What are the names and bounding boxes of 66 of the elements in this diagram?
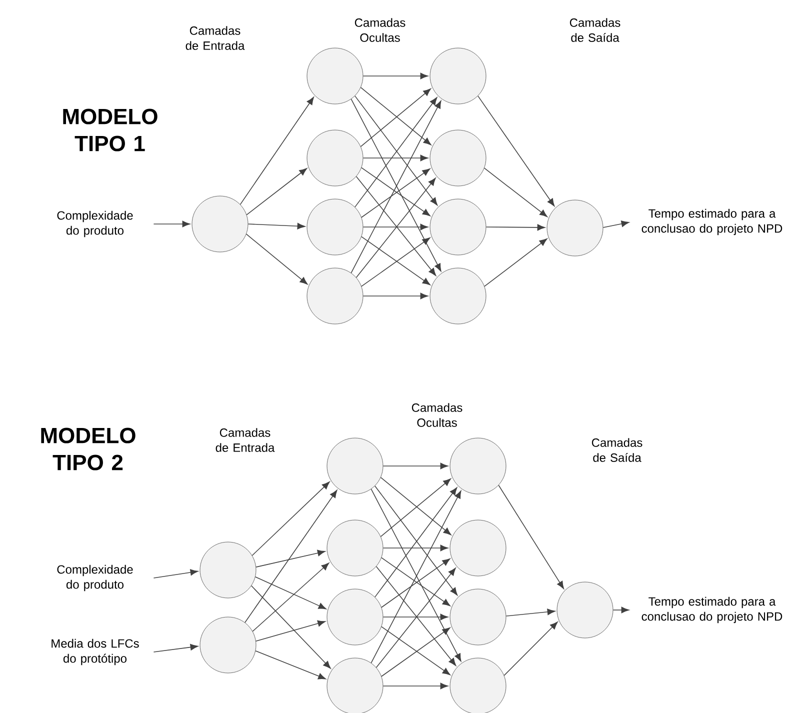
neuron-circle (450, 588, 506, 646)
input-label: Tempo estimado para a conclusao do projeto NPD (642, 208, 782, 236)
arrow (240, 96, 314, 205)
neuron-circle (200, 542, 256, 598)
neuron-circle (430, 130, 486, 186)
neuron-circle (326, 520, 384, 576)
arrow (255, 650, 326, 680)
arrow (382, 544, 448, 552)
input-label: Media dos LFCs do protótipo (52, 638, 139, 666)
arrow (153, 569, 198, 578)
neuron-circle (306, 268, 364, 324)
model-title: MODELO TIPO 2 (41, 428, 136, 470)
model-title: MODELO TIPO 1 (63, 108, 158, 152)
arrow (254, 576, 326, 610)
arrow (382, 462, 448, 470)
arrow (153, 644, 198, 652)
arrow (478, 96, 555, 206)
neuron-circle (450, 658, 506, 713)
arrow (382, 682, 448, 690)
neuron-circle (450, 520, 506, 576)
arrow (244, 490, 338, 623)
arrow (256, 550, 326, 568)
arrow (382, 614, 448, 620)
neuron-circle (200, 616, 256, 674)
arrow (250, 585, 331, 669)
layer-label: Camadas de Saída (592, 438, 642, 462)
neuron-circle (326, 658, 384, 713)
neuron-circle (306, 48, 364, 104)
arrow (362, 154, 428, 162)
neuron-circle (326, 588, 384, 646)
arrow (612, 606, 630, 614)
arrow (602, 220, 630, 228)
neuron-circle (556, 582, 614, 638)
layer-label: Camadas Ocultas (412, 403, 462, 427)
neuron-circle (430, 48, 486, 104)
arrow (248, 222, 306, 230)
arrow (252, 562, 330, 632)
layer-label: Camadas Ocultas (354, 18, 406, 42)
neuron-circle (546, 200, 604, 256)
arrow (246, 234, 308, 285)
arrow (484, 168, 548, 218)
arrow (486, 224, 546, 231)
arrow (362, 72, 428, 80)
input-label: Tempo estimado para a conclusao do projeto NPD (642, 596, 782, 624)
arrow (153, 220, 190, 228)
input-label: Complexidade do produto (57, 564, 133, 592)
arrow (362, 224, 428, 230)
neuron-circle (430, 268, 486, 324)
layer-label: Camadas de Entrada (216, 428, 275, 452)
neuron-circle (430, 198, 486, 256)
neuron-circle (450, 438, 506, 494)
neuron-circle (306, 130, 364, 186)
arrow (484, 238, 548, 287)
arrow (506, 608, 556, 616)
arrow (498, 484, 564, 590)
arrow (246, 168, 308, 216)
arrow (504, 622, 558, 676)
arrow (362, 292, 428, 300)
input-label: Complexidade do produto (57, 210, 133, 238)
layer-label: Camadas de Saída (570, 18, 620, 42)
neuron-circle (306, 198, 364, 256)
arrow (252, 482, 330, 556)
neuron-circle (326, 438, 384, 494)
layer-label: Camadas de Entrada (186, 26, 245, 50)
arrow (256, 620, 326, 642)
neuron-circle (192, 196, 248, 252)
